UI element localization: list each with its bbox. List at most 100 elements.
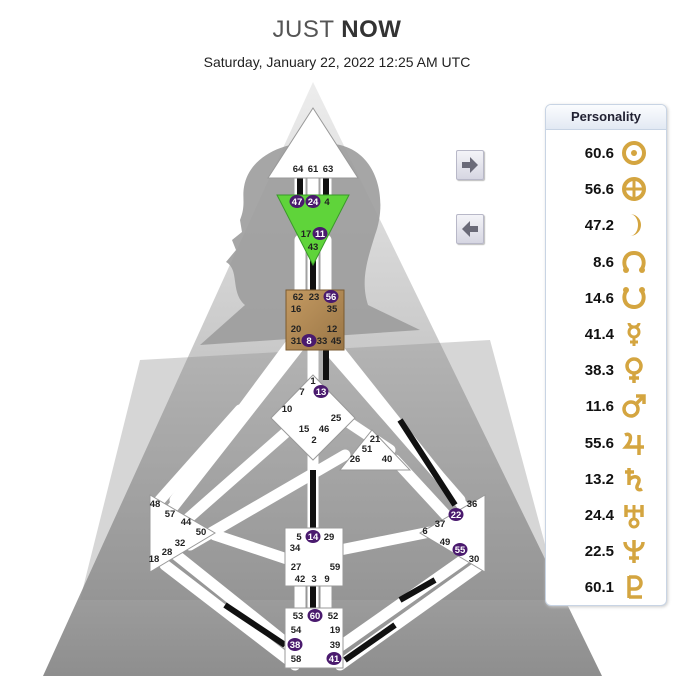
active-gate-marker — [305, 195, 321, 208]
jupiter-icon — [622, 432, 644, 455]
personality-row: 22.5 — [546, 533, 666, 569]
gate-16: 16 — [291, 304, 302, 315]
gate-62: 62 — [293, 292, 304, 303]
personality-row: 24.4 — [546, 497, 666, 533]
arrow-left-icon — [462, 221, 478, 237]
gate-27: 27 — [291, 562, 302, 573]
ego-center — [338, 429, 412, 471]
gate-4: 4 — [324, 197, 330, 208]
personality-value: 38.3 — [584, 362, 614, 380]
personality-row: 8.6 — [546, 244, 666, 280]
gate-50: 50 — [196, 527, 207, 538]
personality-value: 14.6 — [584, 289, 614, 307]
gate-46: 46 — [319, 424, 330, 435]
gate-18: 18 — [149, 554, 160, 565]
gate-57: 57 — [165, 509, 176, 520]
personality-row: 13.2 — [546, 461, 666, 497]
gate-28: 28 — [162, 547, 173, 558]
gate-60: 60 — [310, 611, 321, 622]
active-gate-marker — [305, 530, 321, 543]
earth-icon — [622, 177, 646, 202]
gate-38: 38 — [290, 640, 301, 651]
active-gate-marker — [326, 652, 342, 665]
neptune-icon — [623, 540, 645, 564]
gate-12: 12 — [327, 324, 338, 335]
chart-datetime: Saturday, January 22, 2022 12:25 AM UTC — [203, 54, 471, 70]
personality-row: 55.6 — [546, 425, 666, 461]
gate-24: 24 — [308, 197, 319, 208]
north-node-icon — [622, 250, 646, 273]
gate-26: 26 — [350, 454, 361, 465]
personality-value: 8.6 — [593, 253, 614, 271]
uranus-icon — [624, 505, 644, 529]
g-center — [270, 374, 356, 461]
personality-value: 24.4 — [584, 507, 614, 524]
gate-36: 36 — [467, 499, 478, 510]
gate-23: 23 — [309, 292, 320, 303]
gate-1: 1 — [310, 376, 316, 387]
personality-value: 47.2 — [584, 217, 614, 235]
personality-value: 41.4 — [584, 326, 614, 343]
gate-2: 2 — [311, 435, 316, 446]
gate-25: 25 — [331, 413, 342, 424]
gate-54: 54 — [291, 625, 302, 636]
personality-row: 56.6 — [546, 171, 666, 207]
gate-30: 30 — [469, 554, 480, 565]
gate-35: 35 — [327, 304, 338, 315]
active-gate-marker — [287, 638, 303, 651]
gate-42: 42 — [295, 574, 306, 585]
personality-row: 14.6 — [546, 280, 666, 316]
defined-channel-segments — [223, 170, 458, 663]
active-gate-marker — [448, 508, 464, 521]
active-gate-marker — [313, 385, 329, 398]
title-bold: NOW — [341, 16, 402, 43]
gate-51: 51 — [362, 444, 373, 455]
gate-61: 61 — [308, 164, 319, 175]
personality-value: 13.2 — [584, 470, 614, 488]
gate-15: 15 — [299, 424, 310, 435]
gate-41: 41 — [329, 654, 340, 665]
gate-59: 59 — [330, 562, 341, 573]
pluto-icon — [627, 575, 643, 600]
gate-43: 43 — [308, 242, 319, 253]
moon-icon — [630, 214, 641, 237]
gate-10: 10 — [282, 404, 293, 415]
active-gate-marker — [312, 227, 328, 240]
gate-9: 9 — [324, 574, 329, 585]
gate-17: 17 — [301, 229, 312, 240]
personality-value: 22.5 — [584, 543, 614, 561]
arrow-right-icon — [462, 157, 478, 173]
previous-button[interactable] — [456, 214, 484, 244]
personality-value: 60.6 — [584, 145, 614, 162]
spleen-center — [149, 494, 216, 573]
gate-34: 34 — [290, 543, 301, 554]
gate-64: 64 — [293, 164, 304, 175]
personality-row: 60.1 — [546, 569, 666, 605]
title-light: JUST — [272, 16, 335, 43]
gate-11: 11 — [315, 229, 326, 240]
mercury-icon — [627, 322, 641, 346]
gate-6: 6 — [422, 526, 427, 537]
personality-value: 56.6 — [584, 181, 614, 199]
south-node-icon — [622, 286, 646, 309]
gate-58: 58 — [291, 654, 302, 665]
gate-53: 53 — [293, 611, 304, 622]
gate-32: 32 — [175, 538, 186, 549]
gate-47: 47 — [292, 197, 303, 208]
gate-63: 63 — [323, 164, 334, 175]
next-button[interactable] — [456, 150, 484, 180]
gate-45: 45 — [331, 336, 342, 347]
active-gate-marker — [452, 543, 468, 556]
mars-icon — [622, 394, 646, 419]
gate-44: 44 — [181, 517, 192, 528]
gate-55: 55 — [455, 545, 466, 556]
active-gate-marker — [323, 290, 339, 303]
gate-48: 48 — [150, 499, 161, 510]
saturn-icon — [625, 467, 643, 492]
personality-value: 60.1 — [584, 579, 614, 597]
active-gate-marker — [289, 195, 305, 208]
gate-21: 21 — [370, 434, 381, 445]
personality-value: 55.6 — [584, 434, 614, 452]
